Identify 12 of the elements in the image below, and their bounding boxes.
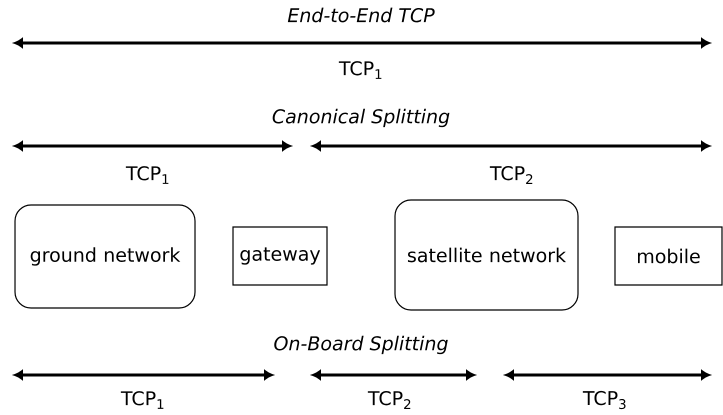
connection-label: TCP$_{1}$ [126, 166, 168, 184]
heading: End-to-End TCP [288, 8, 435, 22]
heading: Canonical Splitting [272, 108, 450, 128]
device-box: gateway [232, 226, 328, 286]
heading: On-Board Splitting [274, 336, 448, 354]
connection-label: TCP$_{3}$ [582, 390, 626, 410]
network-box: satellite network [394, 199, 579, 311]
connection-label: TCP$_{1}$ [338, 61, 382, 79]
network-box: ground network [14, 204, 196, 309]
connection-label: TCP$_{1}$ [120, 391, 164, 409]
device-box: mobile [614, 226, 723, 286]
connection-label: TCP$_{2}$ [368, 390, 410, 409]
